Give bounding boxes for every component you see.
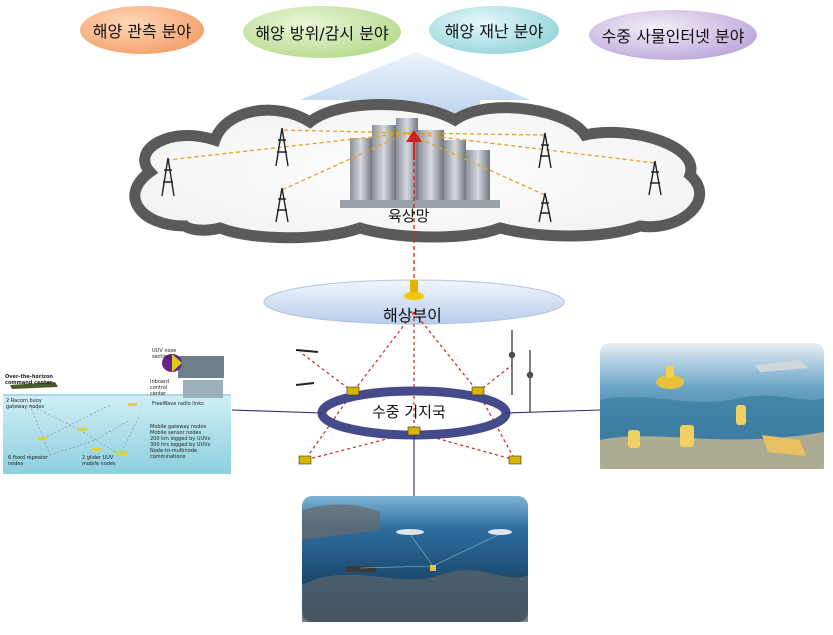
land-network-label: 육상망 bbox=[388, 207, 430, 225]
left-image-item: Inboard control center bbox=[150, 379, 170, 397]
city-buildings-icon bbox=[340, 118, 500, 208]
bottom-underwater-image bbox=[302, 496, 528, 622]
category-label: 해양 재난 분야 bbox=[444, 22, 544, 41]
left-image-item: UUV nose section bbox=[152, 348, 177, 360]
right-sensor-image bbox=[600, 343, 824, 469]
land-links bbox=[167, 129, 656, 196]
legend-item: Mobile sensor nodes bbox=[150, 430, 202, 436]
category-pill-defense: 해양 방위/감시 분야 bbox=[243, 6, 401, 58]
legend-item: Mobile gateway nodes bbox=[150, 424, 207, 430]
mooring-icon bbox=[508, 330, 534, 412]
buoy-label: 해상부이 bbox=[383, 306, 442, 325]
left-network-image bbox=[3, 354, 231, 474]
category-pill-observation: 해양 관측 분야 bbox=[80, 6, 204, 54]
category-pill-disaster: 해양 재난 분야 bbox=[429, 6, 559, 54]
upward-arrow bbox=[300, 52, 530, 114]
legend-item: 300 hrs logged by UUVs bbox=[150, 442, 211, 448]
left-image-item: 2 glider UUV mobile nodes bbox=[82, 455, 116, 467]
left-image-item: 2 Racom buoy gateway nodes bbox=[6, 398, 45, 410]
buoy-icon bbox=[404, 280, 424, 300]
legend-item: Node-to-multinode comminations bbox=[150, 448, 198, 460]
underwater-node-icon bbox=[298, 386, 522, 465]
category-label: 해양 관측 분야 bbox=[92, 22, 192, 41]
category-label: 수중 사물인터넷 분야 bbox=[601, 27, 745, 46]
left-image-item: 6 fixed repeater nodes bbox=[8, 455, 48, 467]
image-links bbox=[231, 409, 601, 498]
radio-tower-icon bbox=[161, 127, 662, 223]
left-image-item: FreeWave radio links bbox=[152, 401, 204, 407]
category-pill-iot: 수중 사물인터넷 분야 bbox=[589, 10, 757, 60]
left-image-legend: Mobile gateway nodes Mobile sensor nodes… bbox=[150, 424, 230, 460]
left-image-top-text: Over-the-horizon command center bbox=[5, 374, 53, 386]
glider-icon bbox=[295, 349, 319, 386]
uplink-arrow-head bbox=[406, 130, 422, 142]
base-station-label: 수중 기지국 bbox=[372, 403, 446, 421]
legend-item: 200 km logged by UUVs bbox=[150, 436, 211, 442]
category-label: 해양 방위/감시 분야 bbox=[255, 24, 389, 43]
